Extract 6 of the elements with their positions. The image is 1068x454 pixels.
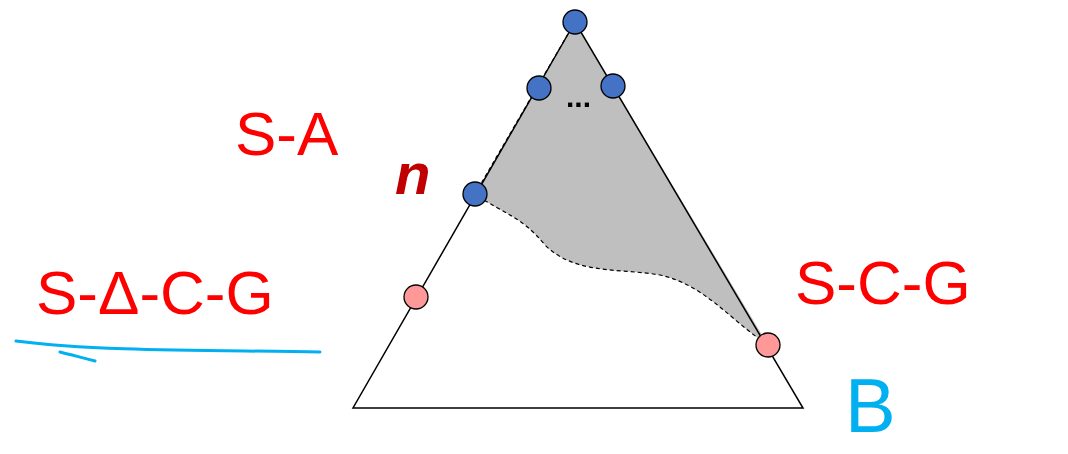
ellipsis-label: ... xyxy=(566,82,591,112)
point-label: B xyxy=(845,368,896,444)
phase-label: S-C-G xyxy=(795,252,971,314)
phase-label: S-A xyxy=(235,103,339,165)
variable-label: n xyxy=(395,145,431,203)
phase-label: S-Δ-C-G xyxy=(36,262,274,324)
